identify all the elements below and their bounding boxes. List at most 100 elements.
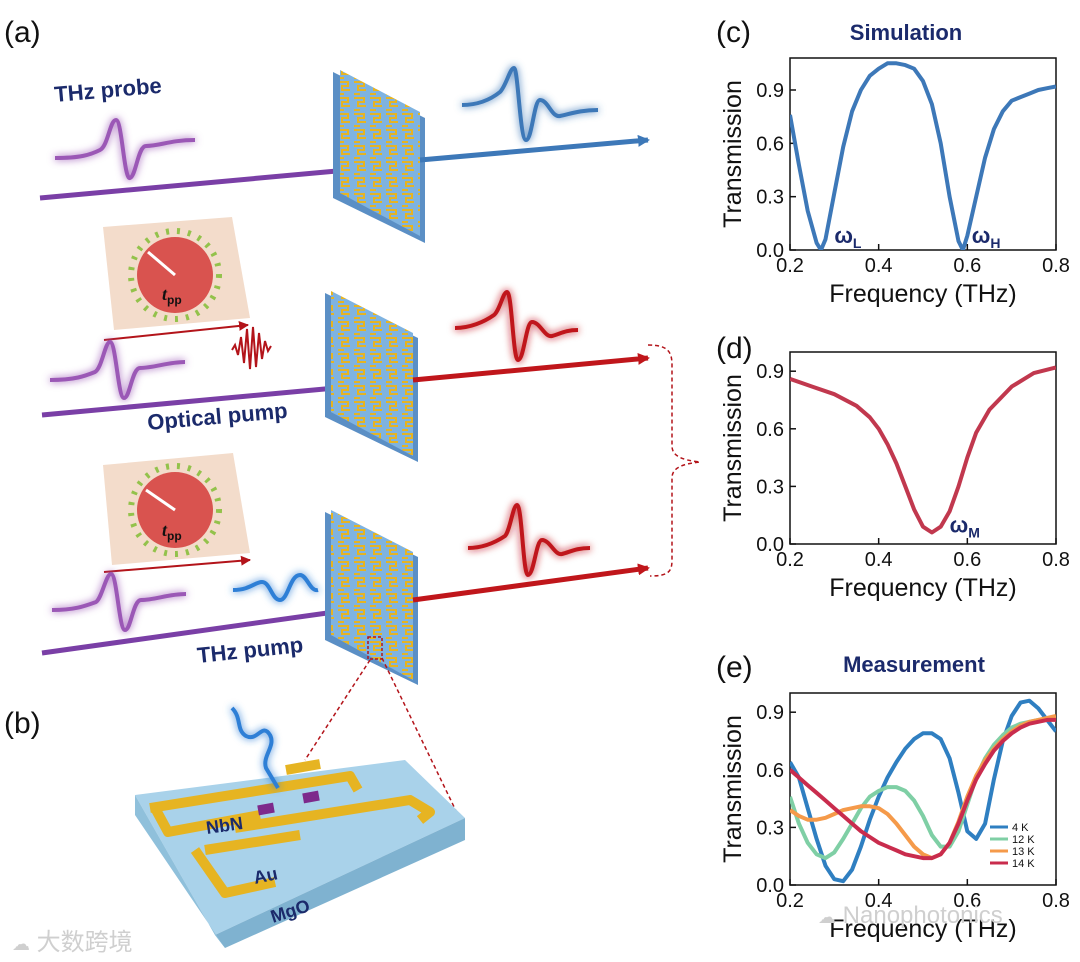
chart-e-legend-label: 4 K — [1012, 822, 1029, 834]
thz-pump-row: tpp THz pump — [41, 344, 701, 685]
watermark-right: ☁ Nanophotonics — [818, 902, 1003, 929]
chart-e-ytick-label: 0.6 — [756, 760, 784, 782]
chart-e-xlabel: Frequency (THz) — [829, 915, 1017, 943]
chart-e-xtick-label: 0.4 — [865, 890, 893, 912]
thz-probe-label: THz probe — [53, 73, 162, 107]
chart-d-xtick-label: 0.2 — [776, 549, 804, 571]
chart-c-annotation: ωH — [972, 223, 1001, 251]
chart-c-xtick-label: 0.8 — [1042, 255, 1070, 277]
delay-symbol-1: tpp — [162, 284, 182, 307]
probe-pulse-3 — [51, 571, 187, 633]
chart-e-legend-label: 14 K — [1012, 858, 1035, 870]
delay-clock-2: tpp — [103, 453, 250, 565]
thz-pump-pulse — [232, 572, 319, 603]
unit-cell-zoom: NbN Au MgO — [135, 657, 465, 948]
chart-d-ylabel: Transmission — [719, 374, 747, 522]
probe-pulse — [54, 117, 196, 181]
chart-d-ytick-label: 0.9 — [756, 361, 784, 383]
au-label: Au — [252, 863, 280, 888]
chart-e-ytick-label: 0.3 — [756, 817, 784, 839]
chart-e-xtick-label: 0.2 — [776, 890, 804, 912]
chart-d-annotation: ωM — [950, 512, 980, 540]
chart-e-series-4k — [790, 698, 1056, 884]
chart-e-ylabel: Transmission — [719, 715, 747, 863]
panel-label-c: (c) — [716, 16, 751, 49]
nbn-bridge-1 — [257, 802, 275, 816]
transmitted-pulse-red-1 — [454, 289, 579, 363]
chart-c-title: Simulation — [850, 20, 962, 45]
probe-pulse-2 — [49, 339, 186, 401]
chart-d-xtick-label: 0.8 — [1042, 549, 1070, 571]
chart-c-xtick-label: 0.4 — [865, 255, 893, 277]
watermark-left: ☁ 大数跨境 — [12, 929, 133, 956]
chart-d-frame — [789, 351, 1057, 545]
chart-e: (e) Measurement 0.2 0.4 0.6 0.8 0.0 0.3 0.6 0.9… — [716, 651, 1070, 943]
transmitted-beam-blue — [419, 134, 650, 163]
chart-e-legend-label: 13 K — [1012, 846, 1035, 858]
panel-label-b: (b) — [4, 707, 41, 740]
metasurface-2 — [325, 291, 418, 462]
chart-c: (c) Simulation 0.2 0.4 0.6 0.8 0.0 0.3 0.6 0.9F… — [716, 16, 1070, 308]
optical-pump-row: tpp Optical pump — [41, 217, 650, 462]
transmitted-beam-red-1 — [412, 352, 650, 383]
delay-symbol-2: tpp — [162, 520, 182, 543]
chart-e-ytick-label: 0.9 — [756, 702, 784, 724]
chart-d-ytick-label: 0.0 — [756, 534, 784, 556]
chart-d-xlabel: Frequency (THz) — [829, 574, 1017, 602]
chart-e-ytick-label: 0.0 — [756, 875, 784, 897]
chart-c-xlabel: Frequency (THz) — [829, 280, 1017, 308]
delay-clock-1: tpp — [103, 217, 250, 330]
chart-d-series-0 — [790, 365, 1056, 535]
transmitted-pulse-blue — [461, 65, 599, 143]
chart-c-ylabel: Transmission — [719, 80, 747, 228]
panel-label-d: (d) — [716, 332, 753, 365]
watermark-right-icon: ☁ — [818, 907, 836, 927]
watermark-left-icon: ☁ — [12, 934, 30, 954]
chart-c-series-0 — [790, 61, 1056, 250]
chart-e-title: Measurement — [843, 652, 986, 677]
chart-d-xtick-label: 0.4 — [865, 549, 893, 571]
chart-e-xtick-label: 0.6 — [953, 890, 981, 912]
chart-d-ytick-label: 0.6 — [756, 419, 784, 441]
chart-c-ytick-label: 0.3 — [756, 187, 784, 209]
probe-beam — [39, 165, 371, 201]
chart-e-series-12k — [790, 716, 1056, 861]
optical-pulse — [231, 326, 272, 370]
delay-arrow-1 — [103, 320, 249, 341]
probe-beam-2 — [41, 382, 369, 418]
gold-resonator — [149, 759, 435, 898]
metasurface-3 — [325, 510, 418, 685]
chart-e-legend-label: 12 K — [1012, 834, 1035, 846]
thz-pump-label: THz pump — [196, 632, 304, 668]
chart-d-ytick-label: 0.3 — [756, 476, 784, 498]
chart-c-xtick-label: 0.2 — [776, 255, 804, 277]
chart-e-frame — [789, 692, 1057, 886]
transmitted-beam-red-2 — [412, 563, 650, 603]
chart-d-xtick-label: 0.6 — [953, 549, 981, 571]
zoom-line-right — [381, 657, 459, 816]
probe-beam-3 — [41, 605, 364, 656]
incident-thz-pulse — [230, 706, 280, 790]
zoom-line-left — [304, 659, 371, 761]
chart-c-frame — [789, 57, 1057, 251]
chart-c-ytick-label: 0.9 — [756, 80, 784, 102]
bracket — [647, 344, 701, 577]
panel-label-e: (e) — [716, 651, 753, 684]
nbn-bridge-2 — [302, 790, 320, 804]
panel-label-a: (a) — [4, 16, 41, 49]
metasurface-1 — [333, 70, 425, 243]
unit-cell-highlight — [367, 636, 383, 660]
chart-c-ytick-label: 0.6 — [756, 133, 784, 155]
probe-row: THz probe — [39, 65, 650, 243]
transmitted-pulse-red-2 — [467, 502, 591, 578]
chart-e-series-14k — [790, 717, 1056, 861]
chart-e-xtick-label: 0.8 — [1042, 890, 1070, 912]
chart-c-ytick-label: 0.0 — [756, 240, 784, 262]
chart-c-annotation: ωL — [834, 223, 862, 251]
chart-c-xtick-label: 0.6 — [953, 255, 981, 277]
delay-arrow-2 — [103, 555, 251, 573]
